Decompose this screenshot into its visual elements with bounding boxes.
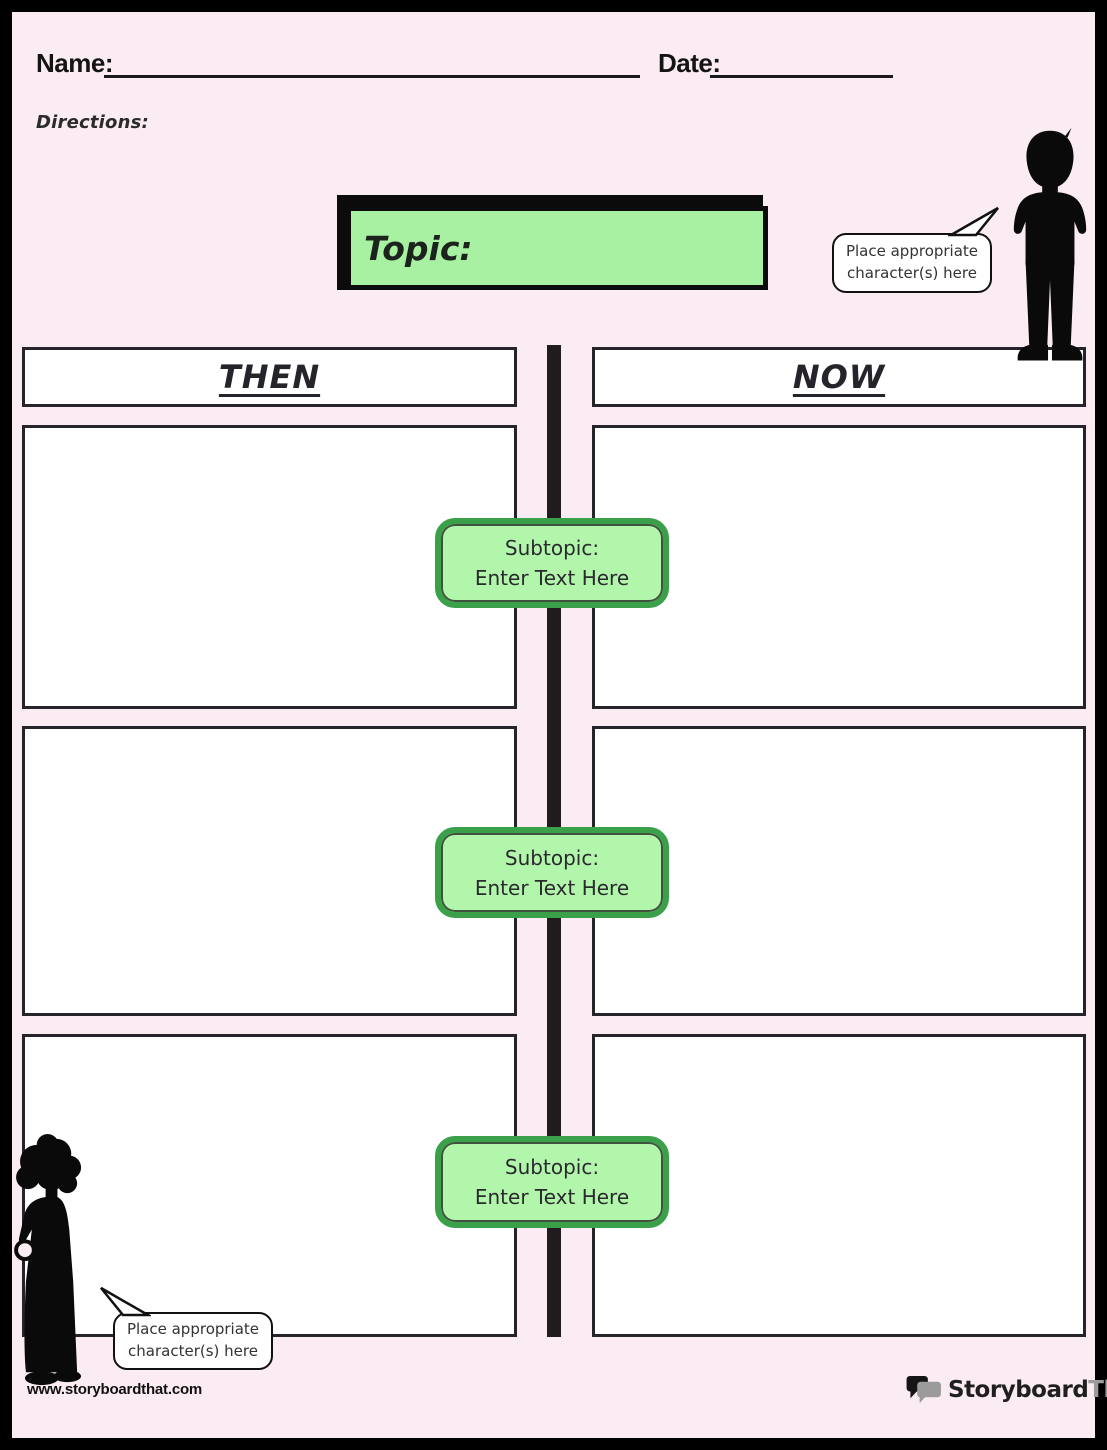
now-title: NOW [792,358,886,396]
now-cell-3[interactable] [592,1034,1086,1337]
topic-label: Topic: [364,228,473,268]
subtopic-node-1[interactable]: Subtopic: Enter Text Here [435,518,669,608]
website-url: www.storyboardthat.com [27,1381,203,1398]
logo-text-secondary: That [1088,1376,1107,1403]
subtopic-hint: Enter Text Here [474,875,630,900]
now-cell-2[interactable] [592,726,1086,1016]
date-input-line[interactable] [710,48,893,78]
subtopic-label: Subtopic: [504,845,600,870]
character-placeholder-bubble-top-right[interactable]: Place appropriate character(s) here [832,233,992,293]
name-input-line[interactable] [104,48,640,78]
subtopic-node-3[interactable]: Subtopic: Enter Text Here [435,1136,669,1228]
bubble-text: Place appropriate character(s) here [845,242,979,282]
now-header: NOW [592,347,1086,407]
subtopic-label: Subtopic: [504,536,600,560]
then-cell-2[interactable] [22,726,517,1016]
subtopic-hint: Enter Text Here [474,1185,630,1209]
character-placeholder-bubble-bottom-left[interactable]: Place appropriate character(s) here [113,1312,273,1370]
storyboardthat-logo: StoryboardThat [906,1374,1107,1405]
name-label: Name: [36,48,113,78]
then-title: THEN [218,358,321,396]
subtopic-label: Subtopic: [504,1155,600,1179]
woman-character-silhouette[interactable] [12,1134,96,1390]
held-object-ring [14,1239,36,1262]
then-cell-1[interactable] [22,425,517,709]
boy-character-silhouette[interactable] [1006,126,1094,374]
bubble-text: Place appropriate character(s) here [126,1320,260,1360]
now-cell-1[interactable] [592,425,1086,709]
speech-bubble-tail [948,206,999,237]
then-header: THEN [22,347,517,407]
logo-text-primary: Storyboard [948,1376,1089,1403]
speech-bubbles-icon [906,1375,941,1404]
topic-box[interactable]: Topic: [346,206,768,290]
directions-label: Directions: [36,112,149,133]
speech-bubble-tail [100,1286,151,1317]
date-label: Date: [658,48,721,78]
subtopic-hint: Enter Text Here [474,566,630,590]
subtopic-node-2[interactable]: Subtopic: Enter Text Here [435,827,669,918]
